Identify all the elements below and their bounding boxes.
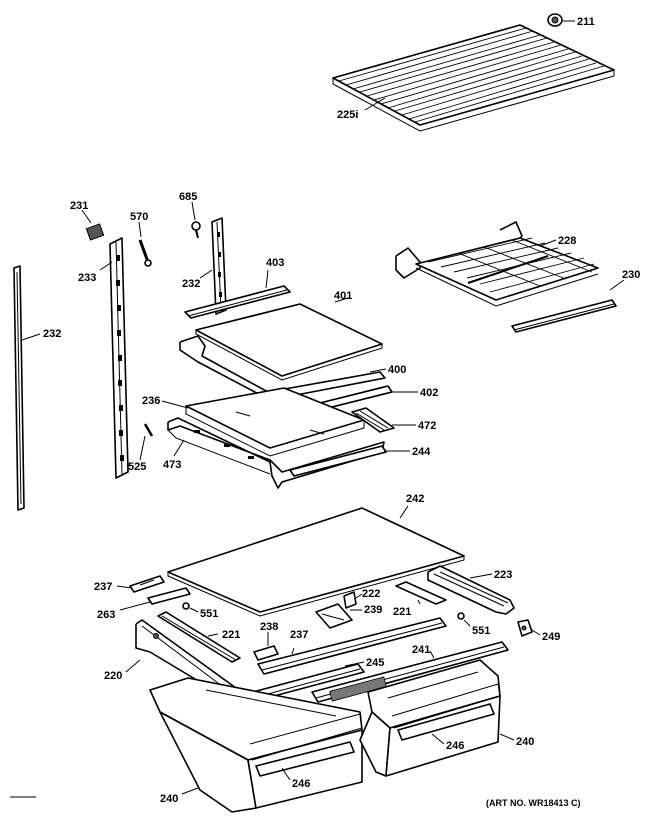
wire-shelf-228 [395,221,599,307]
label-220: 220 [104,670,122,682]
label-242: 242 [406,493,424,505]
shelf-glass-401 [195,303,383,381]
label-241: 241 [412,644,430,656]
label-223: 223 [494,569,512,581]
label-233: 233 [78,272,96,284]
shelf-frame-400 [179,335,386,401]
label-685: 685 [179,191,197,203]
crisper-drawer-left-240 [149,677,363,813]
label-551-left: 551 [200,608,218,620]
label-263: 263 [97,609,115,621]
wire-shelf-225i [332,24,615,132]
label-246-right: 246 [446,740,464,752]
label-551-right: 551 [472,625,490,637]
label-221-right: 221 [393,606,411,618]
label-245: 245 [366,657,384,669]
label-237-left: 237 [94,581,112,593]
label-230: 230 [622,269,640,281]
crisper-cover-glass-242 [167,507,465,617]
label-239: 239 [364,604,382,616]
label-246-left: 246 [292,778,310,790]
stop-231 [85,223,105,241]
slide-472 [351,407,395,433]
label-402: 402 [420,387,438,399]
shelf-cap-211 [547,13,563,27]
label-222: 222 [362,588,380,600]
label-472: 472 [418,420,436,432]
rail-221-left [157,611,241,663]
clip-222 [343,591,357,609]
rail-237-center [257,617,447,675]
label-240-left: 240 [160,793,178,805]
rail-241 [311,641,509,703]
label-228: 228 [558,235,576,247]
label-249: 249 [542,631,560,643]
label-403: 403 [266,257,284,269]
label-231: 231 [70,200,88,212]
trim-263 [147,587,191,605]
trim-244 [289,445,387,477]
label-244: 244 [412,446,431,458]
label-570: 570 [130,211,148,223]
label-240-right: 240 [516,736,534,748]
bracket-237-left [129,575,165,593]
slide-223 [427,565,515,615]
label-211: 211 [577,16,595,28]
label-237-center: 237 [290,629,308,641]
crisper-drawer-right-240 [359,659,501,777]
ladder-rail-233 [109,237,129,479]
bracket-239 [315,603,353,629]
label-225i: 225i [337,109,358,121]
roller-249 [517,619,533,637]
rail-232-left [13,265,25,511]
clip-238 [253,645,279,661]
label-401: 401 [334,290,352,302]
label-400: 400 [388,364,406,376]
label-525: 525 [128,461,146,473]
label-473: 473 [163,459,181,471]
label-232-center: 232 [182,278,200,290]
label-232-left: 232 [43,328,61,340]
label-221-left: 221 [222,629,240,641]
art-number: (ART NO. WR18413 C) [486,798,581,808]
label-238: 238 [260,621,278,633]
rail-221-right [395,581,447,605]
screw-685 [191,221,201,239]
label-236: 236 [142,395,160,407]
trim-230 [511,299,617,333]
rail-232-center [211,217,227,315]
screw-551-right [457,612,465,620]
screw-525 [143,423,154,437]
trim-403 [184,285,291,319]
screw-570 [138,239,152,267]
screw-551-left [182,602,190,610]
